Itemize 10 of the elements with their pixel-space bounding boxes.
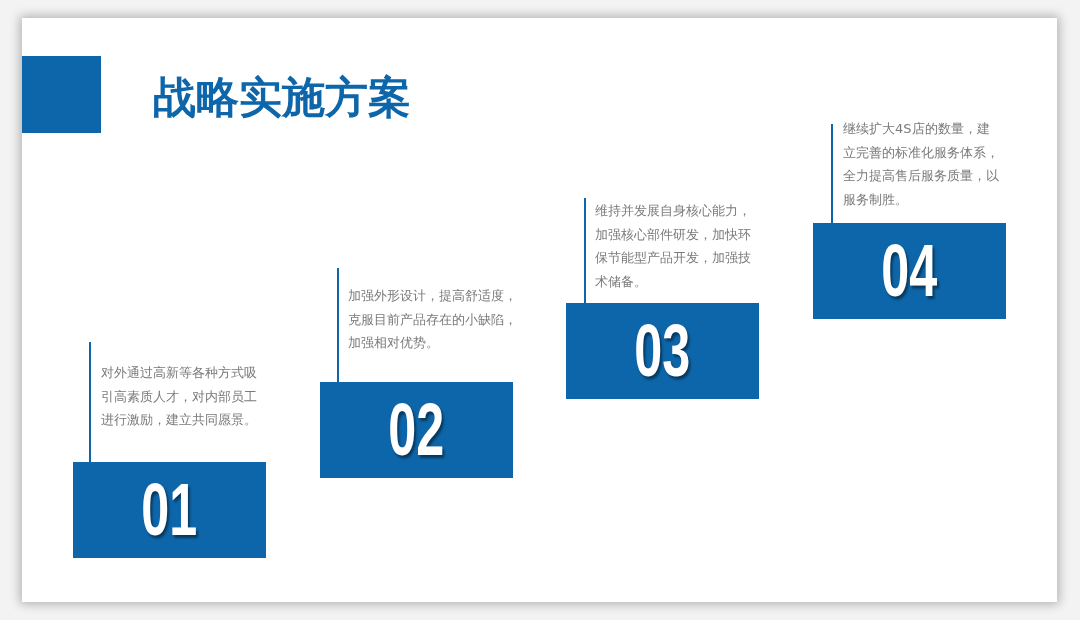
number-box: 03	[566, 303, 759, 399]
description-text: 维持并发展自身核心能力，加强核心部件研发，加快环保节能型产品开发，加强技术储备。	[595, 202, 752, 291]
title: 战略实施方案	[153, 73, 411, 121]
square-block	[22, 56, 101, 133]
number-box: 04	[813, 223, 1006, 319]
number-box: 02	[320, 382, 513, 478]
description-text: 对外通过高新等各种方式吸引高素质人才，对内部员工进行激励，建立共同愿景。	[101, 364, 258, 429]
number-box: 01	[73, 462, 266, 558]
description-text: 加强外形设计，提高舒适度，克服目前产品存在的小缺陷，加强相对优势。	[348, 287, 518, 352]
description-text: 继续扩大4S店的数量，建立完善的标准化服务体系，全力提高售后服务质量，以服务制胜。	[843, 120, 1000, 209]
